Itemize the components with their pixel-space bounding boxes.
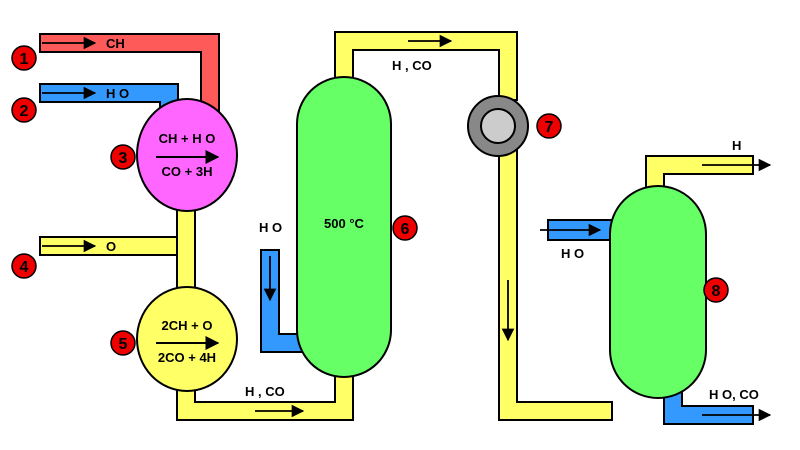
- shift-temperature: 500 °C: [324, 216, 365, 231]
- reformer-line1: CH + H O: [159, 131, 216, 146]
- badge-3-number: 3: [119, 150, 128, 167]
- badge-4-number: 4: [20, 259, 29, 276]
- separator-water-label: H O: [561, 246, 584, 261]
- steam-reformer: [136, 98, 238, 212]
- badge-7: 7: [536, 113, 562, 139]
- syngas-bottom-label: H , CO: [245, 384, 285, 399]
- shift-reactor: [296, 76, 392, 378]
- partial-ox-line1: 2CH + O: [162, 318, 213, 333]
- steam-pipe: [260, 249, 303, 353]
- syngas-top-label: H , CO: [392, 58, 432, 73]
- badge-1: 1: [11, 45, 37, 71]
- steam-label: H O: [259, 220, 282, 235]
- separator-vessel: [609, 185, 707, 399]
- badge-1-number: 1: [20, 51, 29, 68]
- badge-3: 3: [110, 144, 136, 170]
- reformer-line2: CO + 3H: [162, 164, 213, 179]
- pump-inner: [480, 108, 516, 144]
- partial-oxidation-reactor: [136, 286, 238, 392]
- badge-7-number: 7: [545, 119, 554, 136]
- hydrogen-label: H: [732, 138, 741, 153]
- badge-2-number: 2: [20, 103, 29, 120]
- badge-6-number: 6: [401, 221, 410, 238]
- water-label: H O: [106, 86, 129, 101]
- reformer-to-partial-ox-pipe: [176, 204, 196, 299]
- badge-2: 2: [11, 97, 37, 123]
- waste-label: H O, CO: [709, 387, 759, 402]
- badge-5-number: 5: [119, 336, 128, 353]
- badge-8: 8: [703, 277, 729, 303]
- badge-4: 4: [11, 253, 37, 279]
- badge-6: 6: [392, 215, 418, 241]
- methane-label: CH: [106, 36, 125, 51]
- pump-to-separator-pipe: [498, 149, 613, 421]
- badge-5: 5: [110, 330, 136, 356]
- oxygen-label: O: [106, 239, 116, 254]
- oxygen-pipe: [39, 236, 178, 256]
- badge-8-number: 8: [712, 283, 721, 300]
- partial-ox-line2: 2CO + 4H: [158, 350, 216, 365]
